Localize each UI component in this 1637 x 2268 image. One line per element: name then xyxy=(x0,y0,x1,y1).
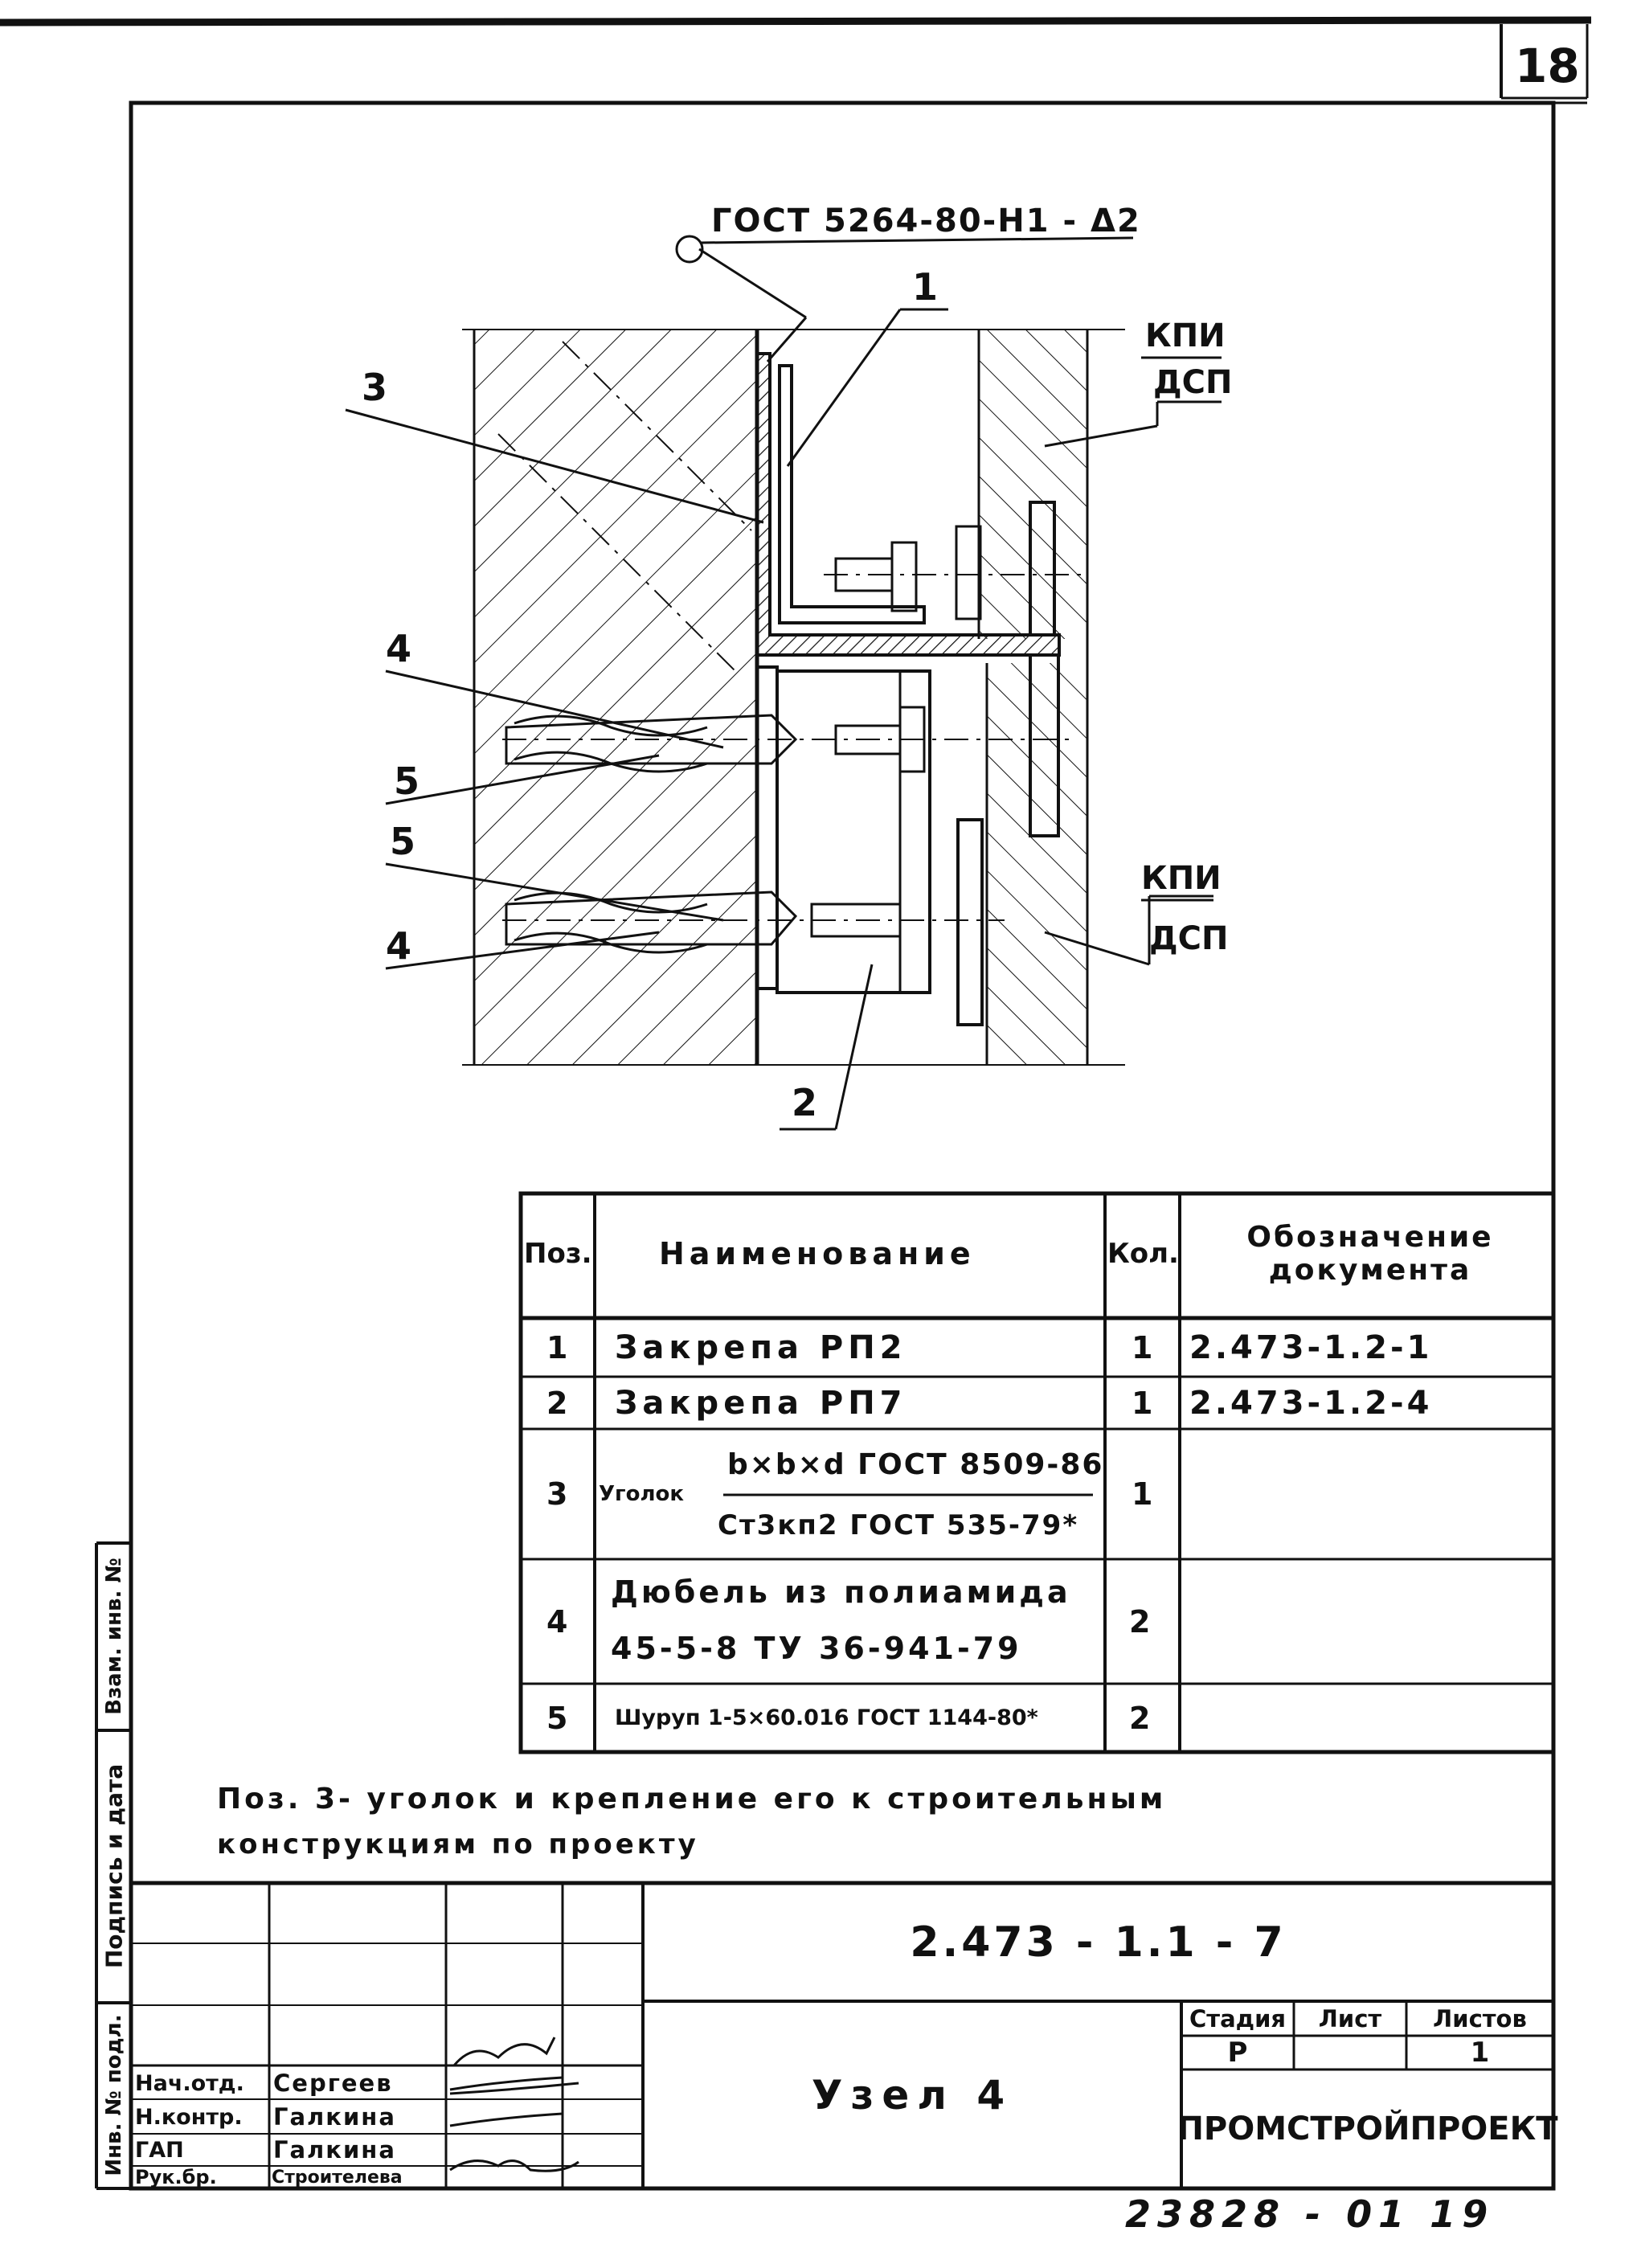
left-wall xyxy=(474,330,757,1065)
sig-name-1: Сергеев xyxy=(273,2069,393,2097)
signature-scribbles xyxy=(449,2037,579,2172)
header-name: Наименование xyxy=(659,1236,976,1271)
clip-rp2 xyxy=(778,364,926,624)
callout-3: 3 xyxy=(362,366,388,409)
callout-5-lower: 5 xyxy=(390,820,416,863)
callout-5-upper: 5 xyxy=(394,759,420,803)
sheet-value xyxy=(1294,2036,1406,2069)
row4-pos: 4 xyxy=(546,1603,568,1640)
dowel-screw-lower xyxy=(502,890,1005,954)
material-top-dsp: ДСП xyxy=(1153,364,1233,401)
row4-qty: 2 xyxy=(1129,1603,1151,1640)
material-bottom-kpi: КПИ xyxy=(1141,860,1222,897)
right-panel-upper xyxy=(979,330,1087,639)
right-panel-lower xyxy=(987,663,1087,1065)
header-doc: Обозначение документа xyxy=(1246,1221,1494,1287)
row2-pos: 2 xyxy=(546,1385,568,1421)
archive-number: 23828 - 01 19 xyxy=(1125,2192,1495,2236)
page-number: 18 xyxy=(1515,39,1580,93)
material-bottom-dsp: ДСП xyxy=(1149,920,1229,957)
callout-1: 1 xyxy=(912,265,939,309)
row1-name: Закрепа РП2 xyxy=(615,1329,907,1366)
weld-note: ГОСТ 5264-80-Н1 - Δ2 xyxy=(711,203,1141,239)
spec-table-grid xyxy=(518,1191,1556,1754)
row3-qty: 1 xyxy=(1132,1476,1153,1512)
row5-qty: 2 xyxy=(1129,1700,1151,1736)
angle-profile xyxy=(755,352,1061,657)
sig-role-2: Н.контр. xyxy=(135,2104,243,2130)
callout-4-upper: 4 xyxy=(386,627,412,670)
row5-pos: 5 xyxy=(546,1700,568,1736)
side-stamp-inv-podl: Инв. № подл. xyxy=(102,2014,126,2176)
row4-name-line1: Дюбель из полиамида xyxy=(611,1574,1071,1610)
sheet-label: Лист xyxy=(1318,2004,1382,2033)
row3-numerator: b×b×d ГОСТ 8509-86 xyxy=(727,1448,1104,1481)
stage-label: Стадия xyxy=(1189,2004,1287,2033)
sig-name-3: Галкина xyxy=(273,2136,396,2164)
sheet-frame xyxy=(129,100,1556,2191)
header-pos: Поз. xyxy=(524,1238,592,1270)
callout-2: 2 xyxy=(792,1081,818,1124)
sig-name-4: Строителева xyxy=(272,2167,403,2188)
note-line-1: Поз. 3- уголок и крепление его к строите… xyxy=(217,1783,1167,1816)
sig-name-2: Галкина xyxy=(273,2103,396,2131)
row1-pos: 1 xyxy=(546,1330,568,1365)
row3-prefix: Уголок xyxy=(599,1482,685,1506)
sheets-label: Листов xyxy=(1433,2004,1527,2033)
title-block-grid xyxy=(131,1881,1553,2188)
row2-qty: 1 xyxy=(1132,1385,1153,1421)
sheets-value: 1 xyxy=(1470,2037,1490,2069)
row4-name-line2: 45-5-8 ТУ 36-941-79 xyxy=(611,1630,1022,1666)
note-line-2: конструкциям по проекту xyxy=(217,1828,699,1861)
sig-role-3: ГАП xyxy=(135,2137,184,2163)
drawing-title: Узел 4 xyxy=(811,2071,1013,2119)
row2-doc: 2.473-1.2-4 xyxy=(1189,1384,1433,1422)
row5-name: Шуруп 1-5×60.016 ГОСТ 1144-80* xyxy=(615,1705,1038,1730)
side-stamp-vzam-inv: Взам. инв. № xyxy=(102,1558,126,1715)
row2-name: Закрепа РП7 xyxy=(615,1384,907,1422)
doc-code: 2.473 - 1.1 - 7 xyxy=(910,1918,1287,1967)
row3-pos: 3 xyxy=(546,1476,568,1512)
material-top-kpi: КПИ xyxy=(1145,317,1226,354)
row3-denominator: Ст3кп2 ГОСТ 535-79* xyxy=(718,1509,1079,1541)
header-qty: Кол. xyxy=(1107,1238,1179,1270)
side-stamp-podpis-data: Подпись и дата xyxy=(100,1763,128,1969)
row1-qty: 1 xyxy=(1132,1330,1153,1365)
organization: ПРОМСТРОЙПРОЕКТ xyxy=(1177,2110,1558,2147)
sig-role-1: Нач.отд. xyxy=(135,2070,244,2096)
callout-4-lower: 4 xyxy=(386,924,412,968)
stage-value: Р xyxy=(1227,2037,1248,2069)
row1-doc: 2.473-1.2-1 xyxy=(1189,1329,1433,1366)
dowel-screw-upper xyxy=(502,706,1069,773)
sig-role-4: Рук.бр. xyxy=(135,2166,217,2188)
top-border-line xyxy=(0,16,1592,27)
